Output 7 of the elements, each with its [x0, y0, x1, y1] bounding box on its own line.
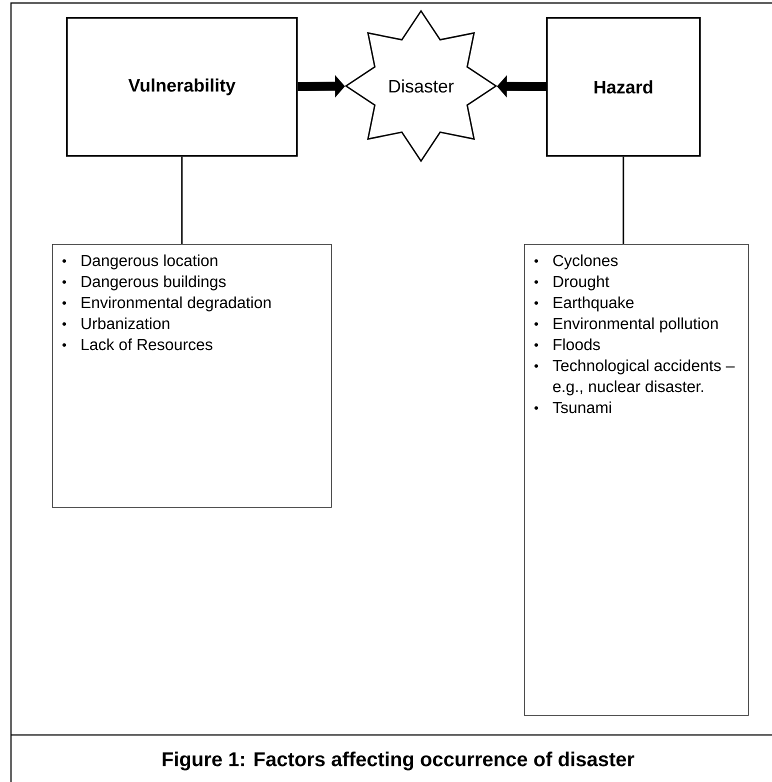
connector-line — [181, 156, 183, 244]
category-box: Vulnerability — [66, 17, 298, 157]
figure-caption: Figure 1: Factors affecting occurrence of disaster — [162, 752, 634, 770]
bullet-list-box: Cyclones Drought Earthquake Environmental pollution Floods Technological accidents – e.g., nuclear disaster. Tsunami — [524, 244, 749, 716]
connector-line — [622, 156, 624, 244]
bullet-list-box: Dangerous location Dangerous buildings Environmental degradation Urbanization Lack of Resources — [52, 244, 332, 508]
category-box: Hazard — [546, 17, 701, 157]
